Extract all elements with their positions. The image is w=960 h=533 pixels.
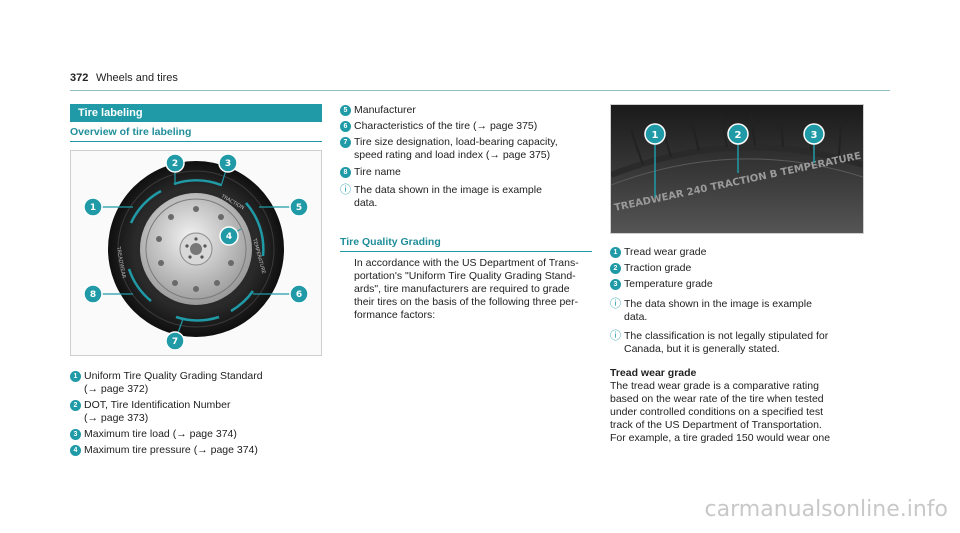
number-badge: 7	[340, 137, 351, 148]
number-badge: 5	[340, 105, 351, 116]
tread-item-2: 2 Traction grade	[610, 262, 870, 275]
note-text: The data shown in the image is example	[354, 184, 542, 196]
number-badge: 3	[610, 279, 621, 290]
number-badge: 2	[70, 400, 81, 411]
overview-item-8: 8 Tire name	[340, 166, 600, 179]
svg-text:2: 2	[172, 159, 178, 169]
sidewall-text-3: TREADWEAR	[115, 245, 127, 279]
note-text: data.	[354, 197, 378, 209]
tire-marker-2: 2	[165, 153, 185, 173]
tire-labeling-image: TRACTION TEMPERATURE TREADWEAR 1 2 3 4 5…	[70, 150, 322, 356]
tire-marker-3: 3	[218, 153, 238, 173]
item-text: Temperature grade	[624, 278, 713, 290]
svg-text:3: 3	[225, 159, 231, 169]
tread-note-1: ⓘ The data shown in the image is example…	[610, 298, 812, 323]
number-badge: 6	[340, 121, 351, 132]
tire-marker-4: 4	[219, 226, 239, 246]
tire-marker-6: 6	[289, 284, 309, 304]
info-icon: ⓘ	[610, 298, 621, 310]
tire-marker-5: 5	[289, 197, 309, 217]
treadwear-heading: Tread wear grade	[610, 367, 697, 379]
svg-text:4: 4	[226, 232, 232, 242]
svg-text:8: 8	[90, 290, 96, 300]
item-text: Uniform Tire Quality Grading Standard	[84, 370, 263, 382]
item-text[interactable]: Characteristics of the tire (→ page 375)	[354, 120, 538, 132]
item-page-ref[interactable]: (→ page 373)	[84, 412, 149, 424]
item-text[interactable]: Maximum tire load (→ page 374)	[84, 428, 237, 440]
item-text: Tire name	[354, 166, 401, 178]
svg-text:1: 1	[652, 130, 659, 141]
svg-text:2: 2	[735, 130, 742, 141]
item-page-ref[interactable]: speed rating and load index (→ page 375)	[354, 149, 551, 161]
item-text: Tread wear grade	[624, 246, 707, 258]
item-text: DOT, Tire Identification Number	[84, 399, 231, 411]
tire-marker-7: 7	[165, 331, 185, 351]
overview-item-3: 3 Maximum tire load (→ page 374)	[70, 428, 330, 441]
overview-heading: Overview of tire labeling	[70, 126, 192, 138]
overview-item-7: 7 Tire size designation, load-bearing ca…	[340, 136, 600, 162]
info-icon: ⓘ	[610, 330, 621, 342]
tread-grade-image: TREADWEAR 240 TRACTION B TEMPERATURE A 1…	[610, 104, 864, 234]
svg-text:7: 7	[172, 337, 178, 347]
overview-note: ⓘ The data shown in the image is example…	[340, 184, 600, 210]
info-icon: ⓘ	[340, 184, 351, 196]
treadwear-paragraph: The tread wear grade is a comparative ra…	[610, 380, 831, 444]
grading-heading-rule	[340, 251, 592, 252]
tread-item-3: 3 Temperature grade	[610, 278, 870, 291]
svg-text:1: 1	[90, 203, 96, 213]
tread-marker-3: 3	[803, 123, 825, 145]
tire-marker-1: 1	[83, 197, 103, 217]
grading-paragraph: In accordance with the US Department of …	[354, 257, 579, 321]
svg-text:6: 6	[296, 290, 302, 300]
tire-illustration: TRACTION TEMPERATURE TREADWEAR 1 2 3 4 5…	[83, 153, 309, 351]
page-number: 372	[70, 72, 89, 84]
tread-note-2: ⓘ The classification is not legally stip…	[610, 330, 829, 355]
item-text[interactable]: Maximum tire pressure (→ page 374)	[84, 444, 258, 456]
tread-marker-2: 2	[727, 123, 749, 145]
number-badge: 8	[340, 167, 351, 178]
grading-heading: Tire Quality Grading	[340, 236, 441, 248]
item-text: Manufacturer	[354, 104, 416, 116]
overview-item-6: 6 Characteristics of the tire (→ page 37…	[340, 120, 600, 133]
overview-heading-rule	[70, 141, 322, 142]
watermark: carmanualsonline.info	[704, 497, 948, 522]
overview-item-4: 4 Maximum tire pressure (→ page 374)	[70, 444, 330, 457]
section-title-bar: Tire labeling	[70, 104, 322, 122]
header-divider	[70, 90, 890, 91]
number-badge: 3	[70, 429, 81, 440]
number-badge: 2	[610, 263, 621, 274]
number-badge: 1	[70, 371, 81, 382]
tread-item-1: 1 Tread wear grade	[610, 246, 870, 259]
overview-item-5: 5 Manufacturer	[340, 104, 600, 117]
tread-illustration: TREADWEAR 240 TRACTION B TEMPERATURE A 1…	[611, 105, 863, 233]
item-text: Tire size designation, load-bearing capa…	[354, 136, 558, 148]
overview-item-2: 2 DOT, Tire Identification Number(→ page…	[70, 399, 330, 425]
overview-item-1: 1 Uniform Tire Quality Grading Standard(…	[70, 370, 330, 396]
svg-text:3: 3	[811, 130, 818, 141]
item-text: Traction grade	[624, 262, 692, 274]
svg-text:5: 5	[296, 203, 302, 213]
number-badge: 4	[70, 445, 81, 456]
tread-marker-1: 1	[644, 123, 666, 145]
item-page-ref[interactable]: (→ page 372)	[84, 383, 149, 395]
tire-marker-8: 8	[83, 284, 103, 304]
page-header-title: Wheels and tires	[96, 72, 178, 84]
number-badge: 1	[610, 247, 621, 258]
